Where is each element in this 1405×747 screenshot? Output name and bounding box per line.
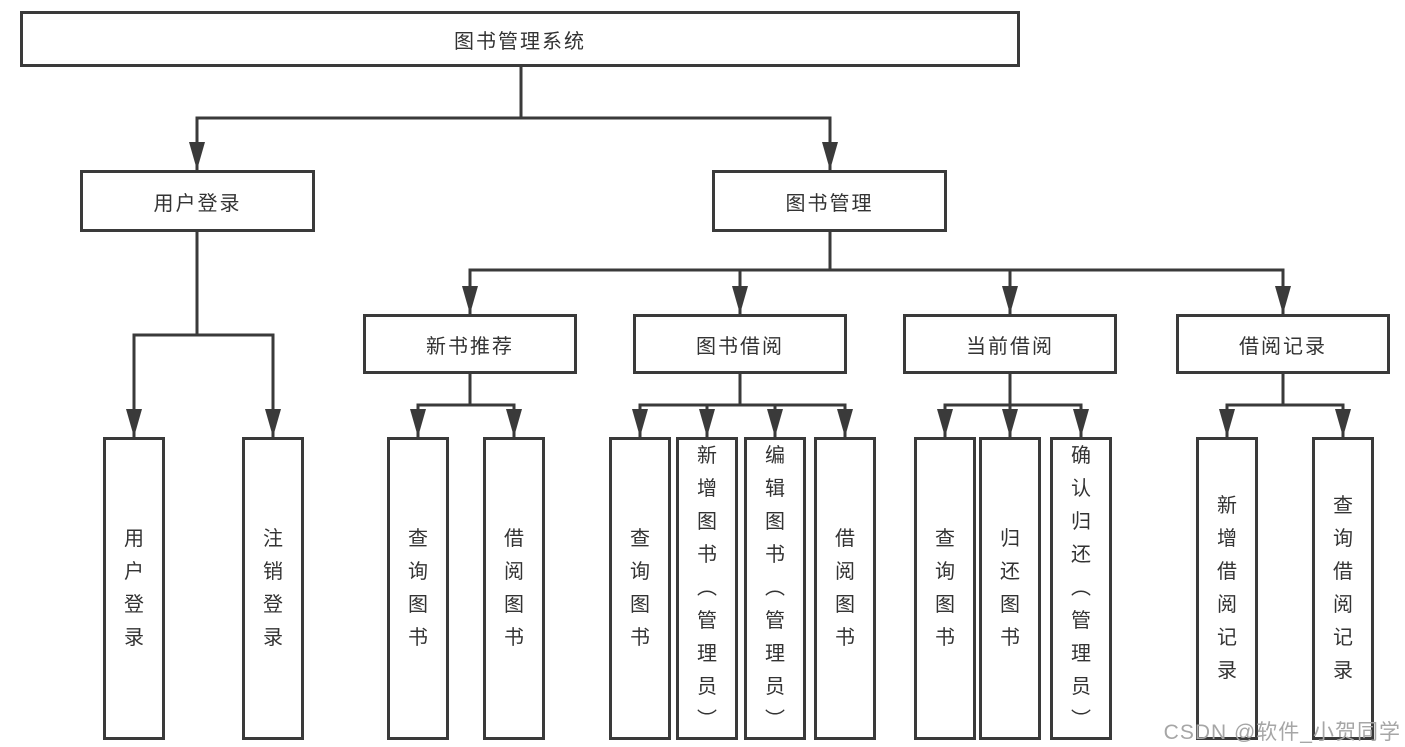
node-leaf-query-books-3: 查询图书 <box>914 437 976 740</box>
node-root: 图书管理系统 <box>20 11 1020 67</box>
node-new-books: 新书推荐 <box>363 314 577 374</box>
connector-bookmgmt-to-level3 <box>468 232 1285 314</box>
connector-newbooks-to-leaves <box>416 374 516 437</box>
node-leaf-add-books-admin: 新增图书︵管理员︶ <box>676 437 738 740</box>
node-leaf-borrow-books-1: 借阅图书 <box>483 437 545 740</box>
node-leaf-add-borrow-record: 新增借阅记录 <box>1196 437 1258 740</box>
node-user-login: 用户登录 <box>80 170 315 232</box>
node-leaf-return-books: 归还图书 <box>979 437 1041 740</box>
node-leaf-edit-books-admin: 编辑图书︵管理员︶ <box>744 437 806 740</box>
connector-bookborrow-to-leaves <box>638 374 847 437</box>
node-leaf-user-login: 用户登录 <box>103 437 165 740</box>
connector-root-to-level2 <box>195 67 832 170</box>
node-current-borrow: 当前借阅 <box>903 314 1117 374</box>
connector-borrowrecords-to-leaves <box>1225 374 1345 437</box>
connector-userlogin-to-leaves <box>132 232 275 437</box>
connector-currentborrow-to-leaves <box>943 374 1083 437</box>
node-borrow-records: 借阅记录 <box>1176 314 1390 374</box>
node-book-borrow: 图书借阅 <box>633 314 847 374</box>
arrowhead-icons <box>126 142 1351 437</box>
node-leaf-borrow-books-2: 借阅图书 <box>814 437 876 740</box>
node-leaf-confirm-return-admin: 确认归还︵管理员︶ <box>1050 437 1112 740</box>
node-leaf-query-books-1: 查询图书 <box>387 437 449 740</box>
watermark: CSDN @软件_小贺同学 <box>1163 721 1401 744</box>
node-leaf-query-borrow-record: 查询借阅记录 <box>1312 437 1374 740</box>
node-leaf-logout: 注销登录 <box>242 437 304 740</box>
node-leaf-query-books-2: 查询图书 <box>609 437 671 740</box>
node-book-management: 图书管理 <box>712 170 947 232</box>
